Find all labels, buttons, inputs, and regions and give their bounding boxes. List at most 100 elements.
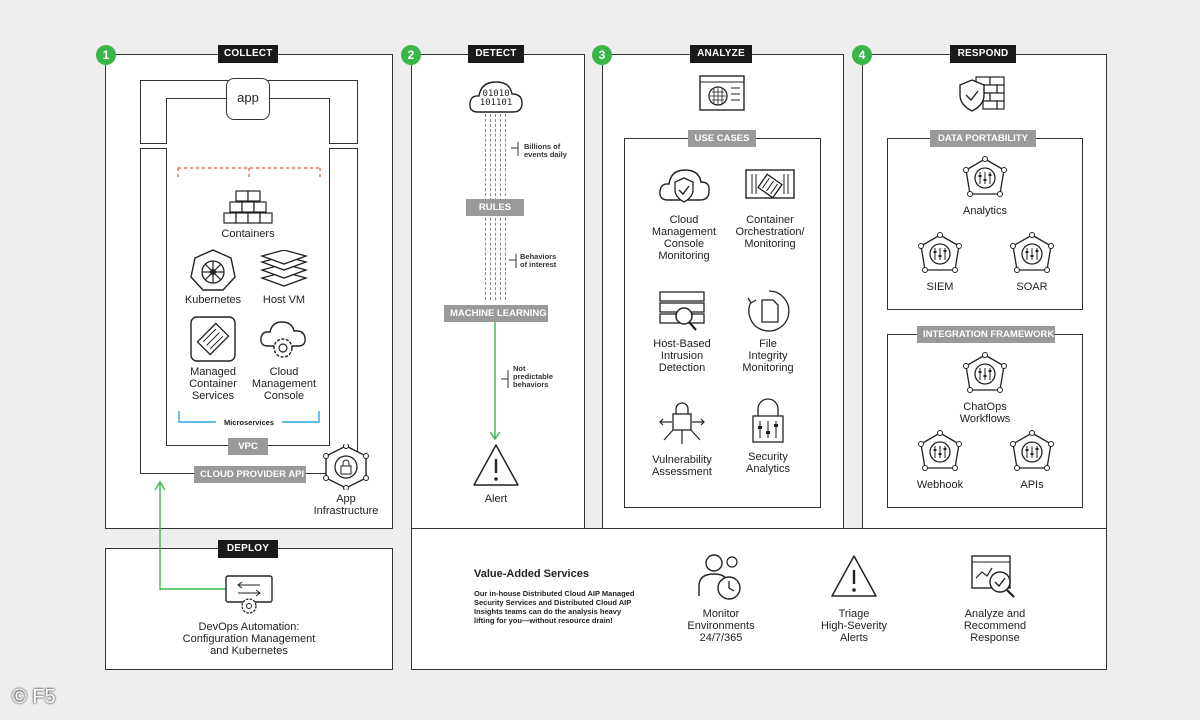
app-infra-line1: App: [336, 493, 356, 505]
managed-container-line1: Managed: [190, 366, 236, 378]
machine-learning-label: MACHINE LEARNING: [444, 305, 548, 322]
behaviors-line2: of interest: [520, 260, 557, 269]
webhook-node-icon: [918, 430, 962, 471]
soar-label: SOAR: [1016, 281, 1048, 293]
uc-container-line1: Container: [746, 214, 794, 226]
data-cloud-icon: [469, 81, 523, 113]
behaviors-tick: [509, 254, 517, 268]
step-1-badge: 1: [96, 45, 116, 65]
analyze-recommend-line3: Response: [970, 632, 1020, 644]
microservices-label: Microservices: [216, 417, 282, 429]
cloud-shield-icon: [659, 169, 710, 203]
analyze-recommend-line2: Recommend: [963, 620, 1027, 632]
uc-container-line2: Orchestration/: [735, 226, 805, 238]
cloud-mgmt-line3: Console: [263, 390, 305, 402]
uc-cloud-line2: Management: [651, 226, 717, 238]
not-predictable-line3: behaviors: [513, 380, 549, 389]
managed-container-line2: Container: [189, 378, 237, 390]
apis-node-icon: [1010, 430, 1054, 471]
chatops-node-icon: [963, 352, 1007, 393]
analyze-recommend-line1: Analyze and: [964, 608, 1026, 620]
uc-vuln-line2: Assessment: [652, 466, 712, 478]
uc-cloud-line1: Cloud: [669, 214, 699, 226]
triage-line2: High-Severity: [820, 620, 888, 632]
alert-triangle-icon: [473, 444, 519, 486]
uc-host-line3: Detection: [658, 362, 706, 374]
uc-file-line2: Integrity: [748, 350, 788, 362]
value-added-desc-3: Insights teams can do the analysis heavy: [474, 607, 622, 616]
security-analytics-icon: [752, 398, 784, 443]
triage-line3: Alerts: [839, 632, 869, 644]
file-integrity-icon: [747, 290, 790, 332]
uc-security-line2: Analytics: [745, 463, 791, 475]
billions-line2: events daily: [524, 150, 567, 159]
shield-firewall-icon: [959, 76, 1005, 112]
kubernetes-label: Kubernetes: [184, 294, 242, 306]
respond-label: RESPOND: [950, 45, 1016, 63]
managed-container-icon: [190, 316, 236, 362]
app-infrastructure-icon: [323, 444, 369, 490]
webhook-label: Webhook: [916, 479, 964, 491]
apis-label: APIs: [1020, 479, 1044, 491]
analytics-node-icon: [963, 156, 1007, 197]
uc-cloud-line4: Monitoring: [658, 250, 710, 262]
analyze-dashboard-icon: [699, 75, 745, 111]
app-box: [226, 78, 270, 120]
app-label: app: [237, 90, 259, 105]
step-4-badge: 4: [852, 45, 872, 65]
microservices-bracket: [177, 167, 321, 180]
data-portability-label: DATA PORTABILITY: [930, 130, 1036, 147]
soar-node-icon: [1010, 232, 1054, 273]
devops-monitor-icon: [225, 575, 273, 614]
not-predictable-line1: Not: [513, 364, 526, 373]
value-added-desc-2: Security Services and Distributed Cloud …: [474, 598, 632, 607]
uc-host-line2: Intrusion: [660, 350, 704, 362]
analyze-recommend-icon: [971, 555, 1015, 598]
uc-host-line1: Host-Based: [653, 338, 711, 350]
value-added-title: Value-Added Services: [474, 568, 589, 580]
chatops-line1: ChatOps: [963, 401, 1007, 413]
deploy-text-line2: Configuration Management: [182, 633, 316, 645]
siem-label: SIEM: [926, 281, 954, 293]
siem-node-icon: [918, 232, 962, 273]
containers-label: Containers: [221, 228, 275, 240]
monitor-person-clock-icon: [698, 554, 741, 600]
deploy-arrow: [154, 480, 226, 590]
vulnerability-icon: [659, 402, 705, 444]
deploy-label: DEPLOY: [218, 540, 278, 558]
app-infra-line2: Infrastructure: [313, 505, 379, 517]
alert-label: Alert: [484, 493, 508, 505]
host-intrusion-icon: [659, 291, 705, 331]
copyright-watermark: © F5: [12, 686, 56, 708]
value-added-panel: [411, 528, 1107, 670]
billions-line1: Billions of: [524, 142, 561, 151]
ml-to-alert-arrow: [489, 322, 501, 441]
integration-framework-label: INTEGRATION FRAMEWORK: [917, 326, 1055, 343]
step-2-badge: 2: [401, 45, 421, 65]
uc-cloud-line3: Console: [663, 238, 705, 250]
container-orchestration-icon: [745, 169, 795, 199]
triage-alert-icon: [831, 555, 877, 597]
deploy-text-line1: DevOps Automation:: [198, 621, 300, 633]
rules-label: RULES: [466, 199, 524, 216]
detect-label: DETECT: [468, 45, 524, 63]
triage-line1: Triage: [838, 608, 870, 620]
uc-file-line3: Monitoring: [742, 362, 794, 374]
host-vm-label: Host VM: [262, 294, 306, 306]
monitor-line1: Monitor: [702, 608, 740, 620]
binary-line2: 101101: [479, 98, 513, 108]
cloud-gear-icon: [260, 321, 306, 358]
uc-container-line3: Monitoring: [744, 238, 796, 250]
behaviors-line1: Behaviors: [520, 252, 557, 261]
billions-tick: [511, 142, 519, 156]
deploy-text-line3: and Kubernetes: [210, 645, 288, 657]
vpc-label: VPC: [228, 438, 268, 455]
analytics-label: Analytics: [962, 205, 1008, 217]
chatops-line2: Workflows: [959, 413, 1011, 425]
step-3-badge: 3: [592, 45, 612, 65]
not-predictable-line2: predictable: [513, 372, 554, 381]
uc-security-line1: Security: [748, 451, 788, 463]
monitor-line2: Environments: [687, 620, 755, 632]
binary-line1: 01010: [482, 89, 510, 99]
managed-container-line3: Services: [191, 390, 235, 402]
